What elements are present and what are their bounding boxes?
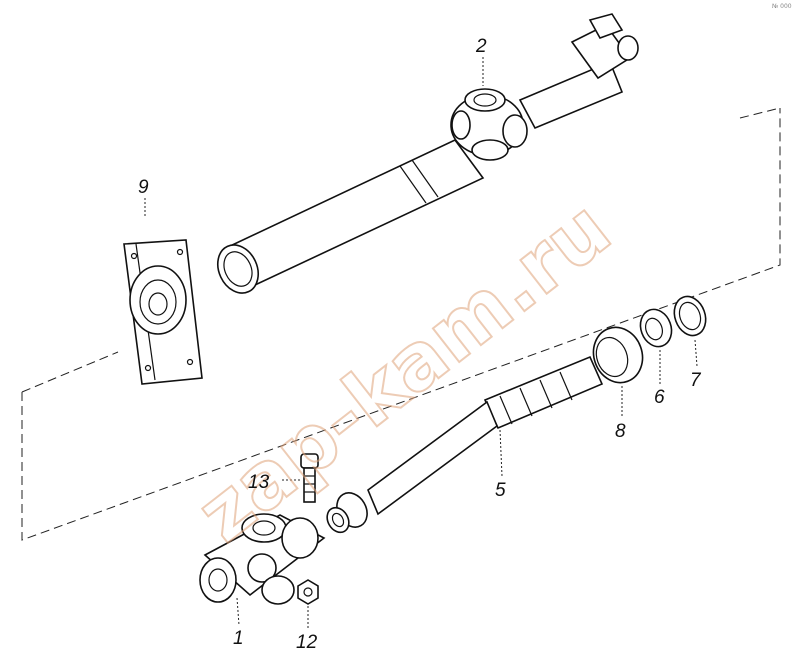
seal-ring [639,308,673,348]
callout-8: 8 [615,421,626,442]
assembly-guide-line [21,108,781,541]
assembly-guide-line-right [739,107,781,119]
callout-13: 13 [248,472,270,493]
retaining-ring [673,295,707,337]
splined-shaft [326,355,604,534]
callout-2: 2 [475,36,487,57]
nut [297,579,319,605]
callout-7: 7 [690,370,702,391]
callout-12: 12 [296,632,318,653]
flange-plate [123,239,203,385]
corner-note: № 000 [772,3,792,10]
bolt [300,453,319,503]
callout-6: 6 [654,387,665,408]
lower-universal-joint [199,513,326,605]
bearing-ring [592,326,644,384]
assembly-guide-line-upper [21,351,119,393]
callout-5: 5 [495,480,506,501]
upper-shaft-assembly [216,13,639,294]
callout-1: 1 [233,628,244,649]
callout-9: 9 [138,177,149,198]
